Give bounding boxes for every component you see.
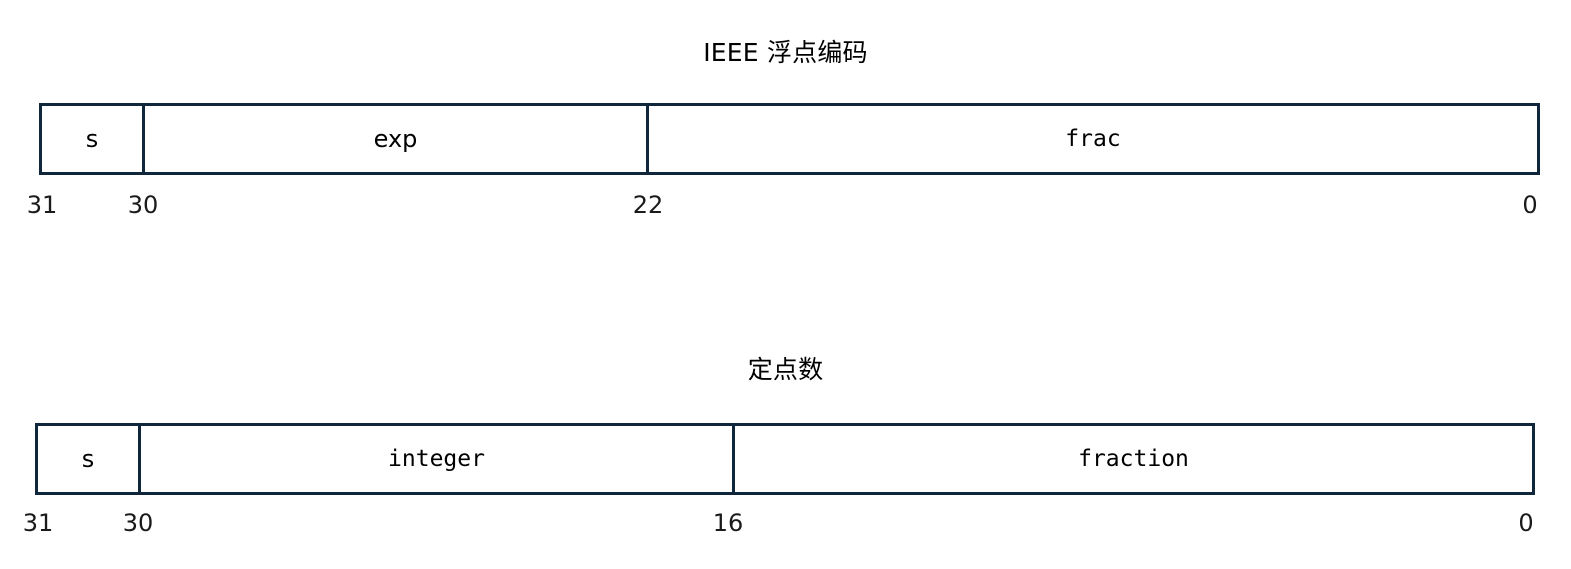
field-label-frac: frac (1065, 125, 1121, 152)
bit-tick-30: 30 (122, 509, 154, 537)
bit-ticks-fixed-point: 31 30 16 0 (0, 511, 1571, 545)
field-integer: integer (141, 426, 735, 492)
diagram-ieee-float: IEEE 浮点编码 s exp frac 31 30 22 0 (0, 0, 1571, 230)
bit-tick-0: 0 (1518, 509, 1534, 537)
field-label-sign: s (81, 445, 95, 473)
bit-tick-16: 16 (712, 509, 744, 537)
field-label-fraction: fraction (1078, 445, 1189, 472)
bit-tick-30: 30 (127, 191, 159, 219)
field-label-exponent: exp (373, 125, 418, 153)
diagram-fixed-point: 定点数 s integer fraction 31 30 16 0 (0, 318, 1571, 569)
diagram-title-ieee-float: IEEE 浮点编码 (703, 38, 868, 67)
field-sign: s (42, 106, 145, 172)
field-exponent: exp (145, 106, 649, 172)
bit-ticks-ieee-float: 31 30 22 0 (0, 193, 1571, 227)
diagram-title-fixed-point: 定点数 (747, 355, 824, 384)
bitfield-bar-fixed-point: s integer fraction (35, 423, 1535, 495)
bit-tick-31: 31 (26, 191, 58, 219)
bit-tick-22: 22 (632, 191, 664, 219)
field-label-sign: s (85, 125, 99, 153)
bitfield-bar-ieee-float: s exp frac (39, 103, 1540, 175)
bit-tick-0: 0 (1522, 191, 1538, 219)
field-frac: frac (649, 106, 1537, 172)
field-fraction: fraction (735, 426, 1532, 492)
field-label-integer: integer (388, 445, 485, 472)
field-sign: s (38, 426, 141, 492)
bit-tick-31: 31 (22, 509, 54, 537)
